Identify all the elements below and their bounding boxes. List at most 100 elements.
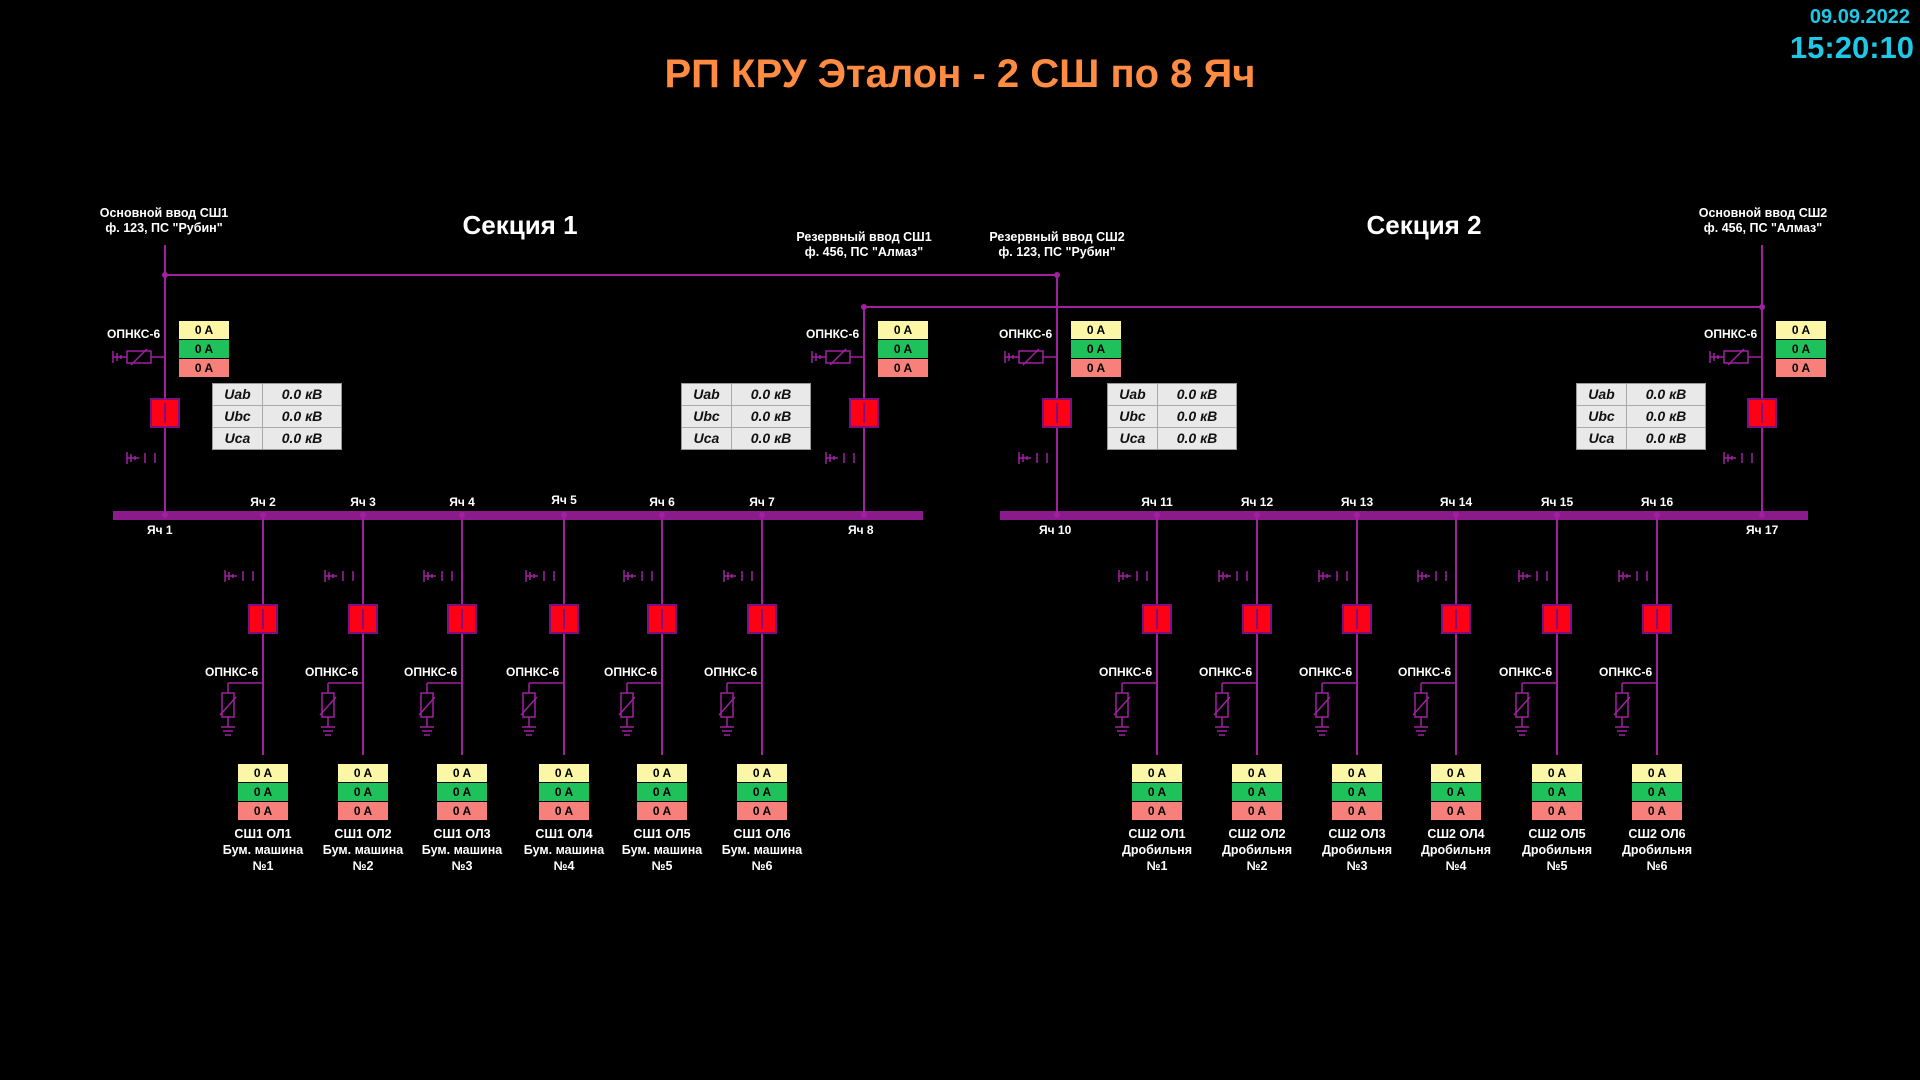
feeder-name-line: №6 [751, 859, 773, 873]
cell-label: Яч 5 [551, 493, 577, 507]
junction-dot [1759, 304, 1765, 310]
input-breaker[interactable] [150, 398, 180, 428]
current-phase-1: 0 A [1332, 764, 1382, 783]
surge-arrester-icon [811, 348, 864, 366]
feeder-name-line: Бум. машина [421, 843, 503, 857]
current-phase-1: 0 A [878, 321, 928, 340]
arrester-label: ОПНКС-6 [704, 665, 758, 679]
feeder-breaker[interactable] [549, 604, 579, 634]
input-breaker[interactable] [1747, 398, 1777, 428]
voltage-key: Uab [682, 384, 732, 405]
earthing-switch-icon [224, 570, 254, 582]
feeder-name-line: №5 [1546, 859, 1568, 873]
feeder-breaker[interactable] [1542, 604, 1572, 634]
voltage-value: 0.0 кВ [1176, 430, 1218, 446]
input-breaker[interactable] [849, 398, 879, 428]
earthing-switch-icon [825, 452, 855, 464]
arrester-label: ОПНКС-6 [1299, 665, 1353, 679]
feeder-breaker[interactable] [1342, 604, 1372, 634]
current-phase-3: 0 A [179, 359, 229, 378]
current-phase-2: 0 A [437, 783, 487, 802]
junction-dot [1759, 512, 1765, 518]
feeder-breaker[interactable] [1441, 604, 1471, 634]
feeder-name-line: №6 [1646, 859, 1668, 873]
surge-arrester-icon [112, 348, 165, 366]
current-phase-2: 0 A [637, 783, 687, 802]
input-breaker[interactable] [1042, 398, 1072, 428]
feeder-breaker[interactable] [248, 604, 278, 634]
cell-label: Яч 16 [1640, 495, 1674, 509]
earthing-switch-icon [723, 570, 753, 582]
earthing-switch-icon [1218, 570, 1248, 582]
current-phase-2: 0 A [179, 340, 229, 359]
arrester-label: ОПНКС-6 [107, 327, 161, 341]
voltage-value: 0.0 кВ [750, 408, 792, 424]
junction-dot [1054, 272, 1060, 278]
surge-arrester-icon [1004, 348, 1057, 366]
feeder-breaker[interactable] [1242, 604, 1272, 634]
earthing-switch-icon [126, 452, 156, 464]
clock-date: 09.09.2022 [1809, 6, 1910, 28]
feeder-name-line: СШ1 ОЛ4 [535, 827, 593, 841]
feeder-breaker[interactable] [1142, 604, 1172, 634]
current-phase-3: 0 A [437, 802, 487, 821]
cell-label: Яч 2 [250, 495, 276, 509]
arrester-label: ОПНКС-6 [506, 665, 560, 679]
input-caption-line1: Основной ввод СШ1 [99, 206, 229, 220]
feeder-name-line: СШ1 ОЛ6 [733, 827, 791, 841]
current-phase-2: 0 A [1431, 783, 1481, 802]
feeder-name-line: Дробильня [1121, 843, 1193, 857]
busbar-section-1 [113, 511, 923, 520]
feeder-name-line: СШ2 ОЛ4 [1427, 827, 1485, 841]
feeder-name-line: СШ1 ОЛ2 [334, 827, 392, 841]
current-phase-1: 0 A [637, 764, 687, 783]
surge-arrester-icon [520, 683, 538, 736]
surge-arrester-icon [1513, 683, 1531, 736]
feeder-name-line: Дробильня [1221, 843, 1293, 857]
cell-label: Яч 3 [350, 495, 376, 509]
arrester-label: ОПНКС-6 [305, 665, 359, 679]
current-phase-1: 0 A [1132, 764, 1182, 783]
feeder-breaker[interactable] [1642, 604, 1672, 634]
surge-arrester-icon [1412, 683, 1430, 736]
current-phase-3: 0 A [1532, 802, 1582, 821]
earthing-switch-icon [423, 570, 453, 582]
surge-arrester-icon [718, 683, 736, 736]
current-phase-1: 0 A [179, 321, 229, 340]
feeder-breaker[interactable] [747, 604, 777, 634]
feeder-name-line: Бум. машина [523, 843, 605, 857]
current-phase-3: 0 A [1071, 359, 1121, 378]
voltage-value: 0.0 кВ [1645, 408, 1687, 424]
arrester-label: ОПНКС-6 [1499, 665, 1553, 679]
feeder-breaker[interactable] [348, 604, 378, 634]
feeder-name-line: СШ1 ОЛ3 [433, 827, 491, 841]
junction-dot [162, 272, 168, 278]
feeder-breaker[interactable] [447, 604, 477, 634]
arrester-label: ОПНКС-6 [205, 665, 259, 679]
current-phase-1: 0 A [737, 764, 787, 783]
earthing-switch-icon [1723, 452, 1753, 464]
current-phase-2: 0 A [1332, 783, 1382, 802]
voltage-value: 0.0 кВ [1176, 386, 1218, 402]
current-phase-2: 0 A [1071, 340, 1121, 359]
current-phase-3: 0 A [1431, 802, 1481, 821]
feeder-breaker[interactable] [647, 604, 677, 634]
